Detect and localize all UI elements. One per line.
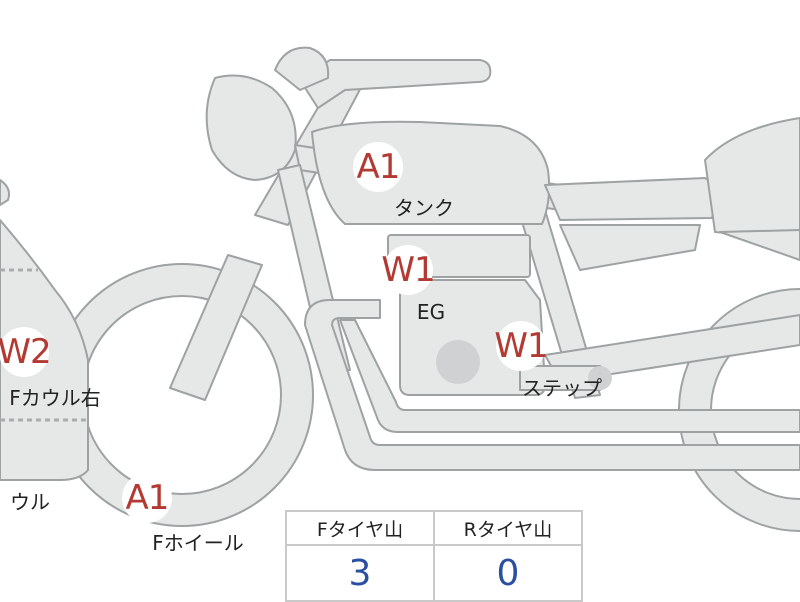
label-tank: タンク <box>394 196 454 220</box>
headlight-shape <box>205 74 297 181</box>
marker-engine-code: W1 <box>381 250 435 290</box>
tread-table-header-row: Fタイヤ山 Rタイヤ山 <box>285 510 583 546</box>
rear-cowl-shape <box>704 117 800 241</box>
marker-step-code: W1 <box>494 326 548 366</box>
marker-tank-code: A1 <box>356 147 401 187</box>
front-tire-tread-header: Fタイヤ山 <box>285 510 435 546</box>
handlebar-shape <box>299 59 492 109</box>
rear-tire-tread-header: Rタイヤ山 <box>433 510 583 546</box>
engine-dot <box>436 340 480 384</box>
footpeg-dot <box>588 366 612 390</box>
label-front-cowl-right: Fカウル右 <box>9 386 101 410</box>
front-tire-tread-value: 3 <box>285 544 435 602</box>
rear-tire-tread-value: 0 <box>433 544 583 602</box>
label-engine: EG <box>416 300 446 324</box>
marker-tank: A1 <box>353 142 403 192</box>
label-cowl: ウル <box>10 490 50 514</box>
marker-engine: W1 <box>381 245 436 295</box>
marker-front-wheel-code: A1 <box>125 478 170 518</box>
tread-table-value-row: 3 0 <box>285 544 583 602</box>
marker-front-cowl-right-code: W2 <box>0 332 52 372</box>
exhaust-pipe-shape <box>304 299 800 471</box>
tire-tread-table: Fタイヤ山 Rタイヤ山 3 0 <box>285 510 583 602</box>
front-fairing-shape <box>0 179 10 206</box>
label-front-wheel: Fホイール <box>152 531 244 555</box>
front-fork-shape <box>169 254 263 401</box>
label-step: ステップ <box>522 376 602 400</box>
marker-step: W1 <box>494 321 549 371</box>
marker-front-cowl-right: W2 <box>0 327 52 377</box>
marker-front-wheel: A1 <box>122 473 172 523</box>
seat-shape <box>544 177 716 221</box>
